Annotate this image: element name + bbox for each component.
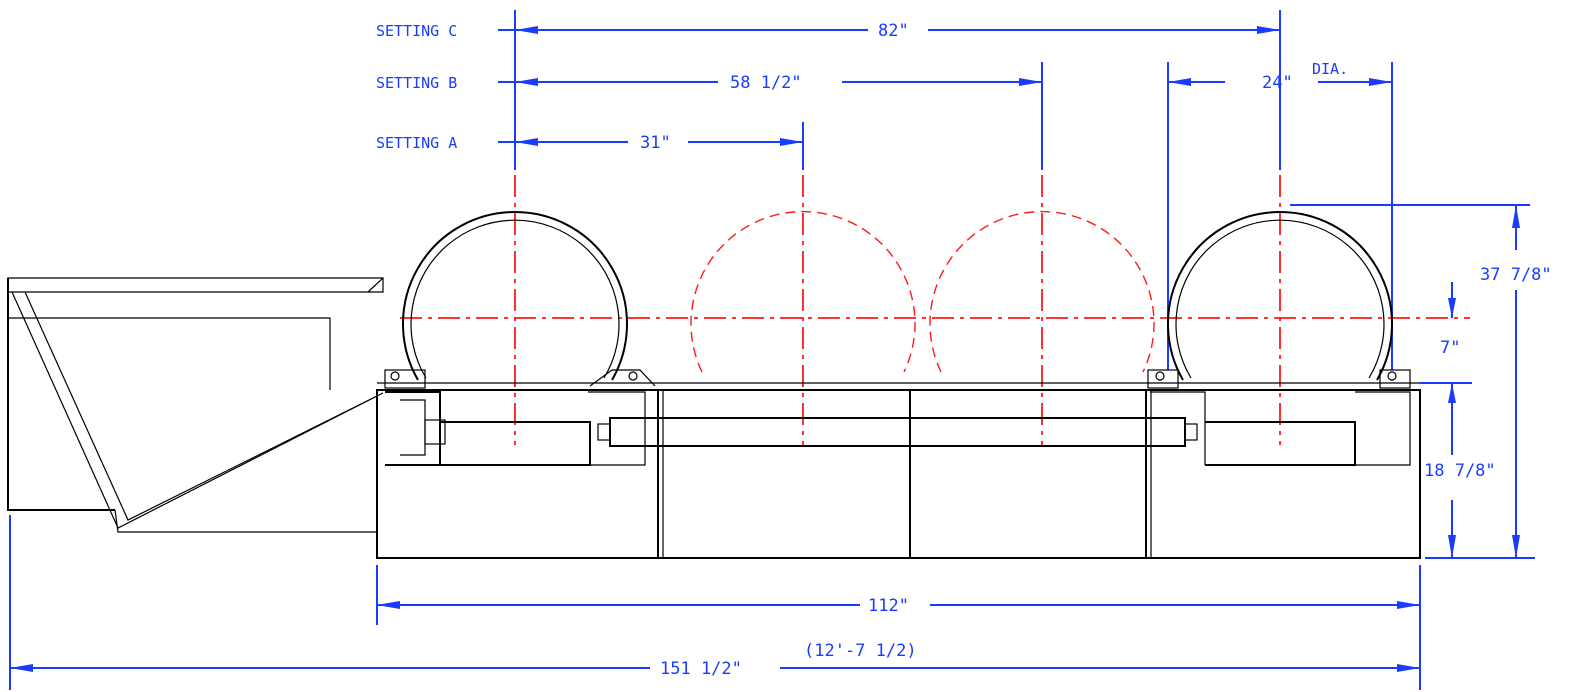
annotation-text: SETTING C SETTING B SETTING A 82" 58 1/2… [376,21,1552,679]
offset-dimension: 7" [1440,338,1460,358]
dia-label: DIA. [1312,60,1348,78]
machine-outline [7,211,1421,559]
overall-length-dimension: 151 1/2" [660,659,742,679]
ghost-roll-a [690,210,916,373]
setting-a-dimension: 31" [640,133,671,153]
roll-left [402,211,628,381]
base-length-dimension: 112" [868,596,909,616]
roll-diameter-dimension: 24" [1262,73,1293,93]
setting-c-dimension: 82" [878,21,909,41]
base-height-dimension: 18 7/8" [1424,461,1496,481]
roll-right [1167,211,1393,381]
ghost-roll-b [929,210,1155,373]
setting-b-dimension: 58 1/2" [730,73,802,93]
setting-a-label: SETTING A [376,134,457,152]
dimension-lines [9,10,1535,690]
overall-height-dimension: 37 7/8" [1480,265,1552,285]
setting-c-label: SETTING C [376,22,457,40]
overall-length-alt-dimension: (12'-7 1/2) [804,641,917,661]
setting-b-label: SETTING B [376,74,457,92]
